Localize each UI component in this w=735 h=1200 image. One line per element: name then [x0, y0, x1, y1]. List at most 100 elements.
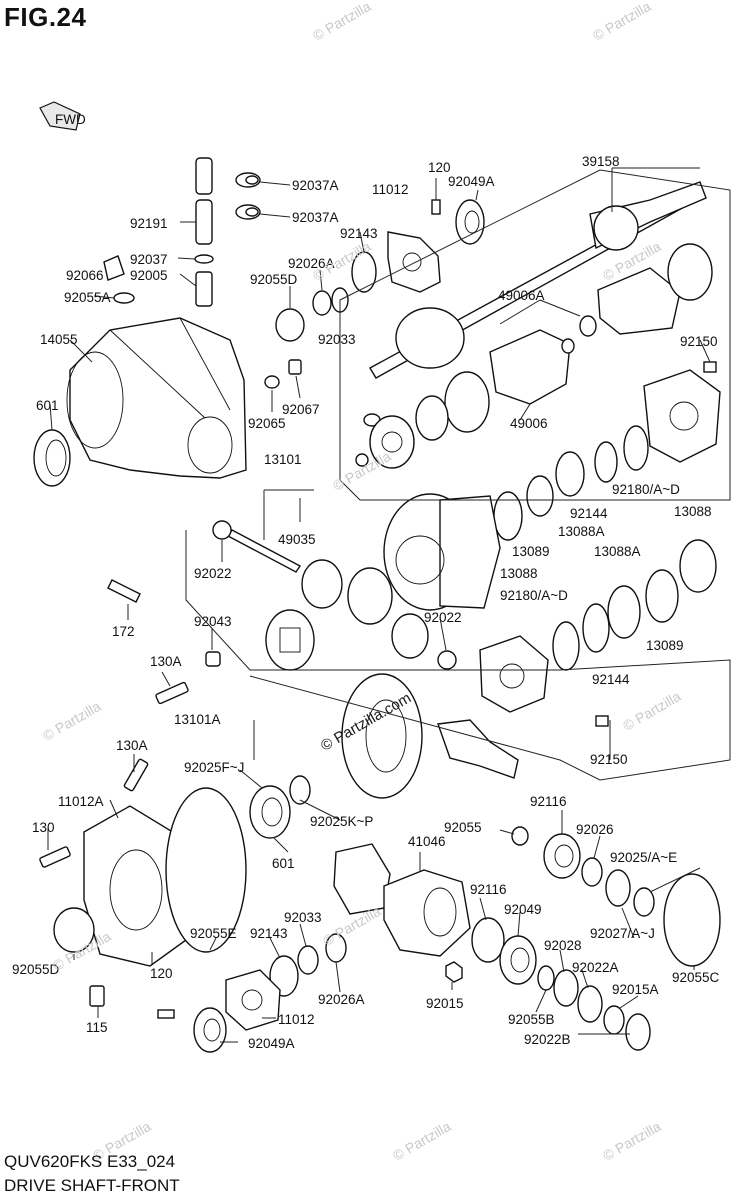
- o-ring-92055[interactable]: [511, 826, 529, 846]
- part-callout-label[interactable]: 92191: [130, 216, 168, 231]
- part-callout-label[interactable]: 92037A: [292, 210, 339, 225]
- friction-plate-13089-upper[interactable]: [526, 475, 554, 517]
- collar-92027[interactable]: [605, 869, 631, 907]
- part-callout-label[interactable]: 92143: [340, 226, 378, 241]
- part-callout-label[interactable]: 13088A: [558, 524, 605, 539]
- flange-92150-lower[interactable]: [479, 635, 549, 713]
- part-callout-label[interactable]: 92015A: [612, 982, 659, 997]
- part-callout-label[interactable]: 92028: [544, 938, 582, 953]
- bolt-92150-upper[interactable]: [703, 361, 717, 373]
- cv-joint-inner[interactable]: [369, 415, 415, 469]
- part-callout-label[interactable]: 49035: [278, 532, 316, 547]
- flange-92150-assembly[interactable]: [643, 369, 721, 463]
- part-callout-label[interactable]: 92026: [576, 822, 614, 837]
- part-callout-label[interactable]: 13089: [646, 638, 684, 653]
- bolt-130A-upper[interactable]: [155, 681, 189, 705]
- o-ring-92055E[interactable]: [165, 787, 247, 953]
- shim-92026A[interactable]: [312, 290, 332, 316]
- part-callout-label[interactable]: 92116: [530, 794, 567, 809]
- part-callout-label[interactable]: 92067: [282, 402, 320, 417]
- bolt-115[interactable]: [89, 985, 105, 1007]
- nut-92015[interactable]: [445, 961, 463, 983]
- part-callout-label[interactable]: 92033: [318, 332, 356, 347]
- part-callout-label[interactable]: 11012: [278, 1012, 315, 1027]
- o-ring-small[interactable]: [113, 292, 135, 304]
- part-callout-label[interactable]: 92055E: [190, 926, 237, 941]
- bearing-92049A[interactable]: [455, 199, 485, 245]
- part-callout-label[interactable]: 120: [150, 966, 173, 981]
- part-callout-label[interactable]: 130A: [150, 654, 182, 669]
- part-callout-label[interactable]: 13089: [512, 544, 550, 559]
- part-callout-label[interactable]: 92150: [680, 334, 718, 349]
- part-callout-label[interactable]: 92049: [504, 902, 542, 917]
- shim-92026[interactable]: [581, 857, 603, 887]
- part-callout-label[interactable]: 92026A: [288, 256, 335, 271]
- bearing-housing-41046[interactable]: [383, 869, 471, 957]
- part-callout-label[interactable]: 92049A: [248, 1036, 295, 1051]
- shim-92026A-lower[interactable]: [325, 933, 347, 963]
- oil-seal-92143[interactable]: [351, 251, 377, 293]
- part-callout-label[interactable]: 601: [272, 856, 295, 871]
- part-callout-label[interactable]: 14055: [40, 332, 78, 347]
- part-callout-label[interactable]: 92033: [284, 910, 322, 925]
- part-callout-label[interactable]: 92150: [590, 752, 628, 767]
- ring-gear-13101A[interactable]: [341, 673, 423, 799]
- gear-case-housing[interactable]: [66, 317, 247, 479]
- washer-92144-lower[interactable]: [582, 603, 610, 653]
- circlip-92033-lower[interactable]: [297, 945, 319, 975]
- part-callout-label[interactable]: 92180/A~D: [612, 482, 680, 497]
- part-callout-label[interactable]: 92049A: [448, 174, 495, 189]
- bearing-601-left[interactable]: [33, 429, 71, 487]
- part-callout-label[interactable]: 92022A: [572, 960, 619, 975]
- part-callout-label[interactable]: 92025/A~E: [610, 850, 678, 865]
- part-callout-label[interactable]: 92025F~J: [184, 760, 245, 775]
- part-callout-label[interactable]: 172: [112, 624, 135, 639]
- part-callout-label[interactable]: 92144: [570, 506, 608, 521]
- bearing-housing-11012-lower[interactable]: [225, 969, 281, 1031]
- part-callout-label[interactable]: 92022B: [524, 1032, 571, 1047]
- clutch-plate-13088-lower[interactable]: [679, 539, 717, 593]
- circlip-92022-right[interactable]: [437, 650, 457, 670]
- gear-case-cover-11012A[interactable]: [83, 805, 187, 967]
- bearing-92049A-lower[interactable]: [193, 1007, 227, 1053]
- part-callout-label[interactable]: 92066: [66, 268, 104, 283]
- boot-clamp-medium[interactable]: [579, 315, 597, 337]
- clutch-plate-13088A-upper[interactable]: [555, 451, 585, 497]
- clutch-plate-13088A-lower[interactable]: [607, 585, 641, 639]
- bearing-92116-lower[interactable]: [471, 917, 505, 963]
- part-callout-label[interactable]: 39158: [582, 154, 620, 169]
- part-callout-label[interactable]: 92025K~P: [310, 814, 374, 829]
- washer-92028[interactable]: [553, 969, 579, 1007]
- side-gear-left[interactable]: [265, 609, 315, 671]
- part-callout-label[interactable]: 92055C: [672, 970, 720, 985]
- part-callout-label[interactable]: 11012A: [58, 794, 104, 809]
- part-callout-label[interactable]: 92055: [444, 820, 482, 835]
- oil-cover[interactable]: [333, 843, 391, 915]
- bolt-120-lower[interactable]: [157, 1009, 175, 1019]
- bearing-92116-upper[interactable]: [543, 833, 581, 879]
- part-callout-label[interactable]: 41046: [408, 834, 446, 849]
- cv-boot-49006[interactable]: [415, 329, 571, 441]
- bearing-92049[interactable]: [499, 935, 537, 985]
- plug-92067[interactable]: [288, 359, 302, 375]
- part-callout-label[interactable]: 92043: [194, 614, 232, 629]
- cv-boot-49006A[interactable]: [597, 243, 713, 335]
- clutch-plate-13088-upper[interactable]: [493, 491, 523, 541]
- o-ring-92055D[interactable]: [275, 308, 305, 342]
- part-callout-label[interactable]: 92022: [194, 566, 232, 581]
- part-callout-label[interactable]: 49006A: [498, 288, 545, 303]
- part-callout-label[interactable]: 130: [32, 820, 55, 835]
- part-callout-label[interactable]: 115: [86, 1020, 108, 1035]
- part-callout-label[interactable]: 92055D: [12, 962, 60, 977]
- part-callout-label[interactable]: 11012: [372, 182, 409, 197]
- shim-92180-lower[interactable]: [552, 621, 580, 671]
- breather-fitting[interactable]: [195, 271, 213, 307]
- part-callout-label[interactable]: 92180/A~D: [500, 588, 568, 603]
- part-callout-label[interactable]: 13088: [500, 566, 538, 581]
- snap-ring[interactable]: [355, 453, 369, 467]
- shim-92025F[interactable]: [289, 775, 311, 805]
- shim-92180-upper[interactable]: [623, 425, 649, 471]
- part-callout-label[interactable]: 92037A: [292, 178, 339, 193]
- part-callout-label[interactable]: 601: [36, 398, 59, 413]
- bearing-601-lower[interactable]: [249, 785, 291, 839]
